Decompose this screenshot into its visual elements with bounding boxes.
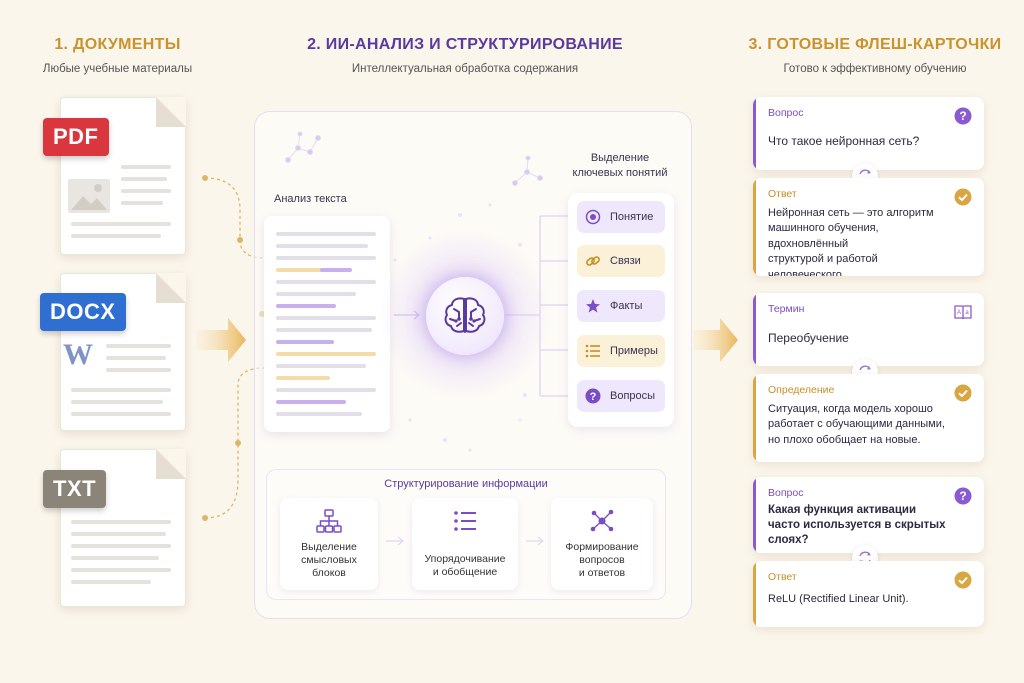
svg-text:a: a	[965, 310, 969, 316]
section1-title: 1. ДОКУМЕНТЫ	[54, 36, 181, 53]
list-icon	[584, 342, 602, 360]
card-label: Вопрос	[768, 487, 804, 499]
concept-label: Примеры	[610, 345, 658, 357]
card-label: Ответ	[768, 571, 797, 583]
card-text: Какая функция активации часто использует…	[768, 504, 946, 546]
pdf-badge: PDF	[43, 118, 109, 156]
concept-examples: Примеры	[577, 335, 665, 367]
step-qa: Формирование вопросов и ответов	[551, 498, 653, 590]
flashcard-question[interactable]: Вопрос ? Что такое нейронная сеть?	[753, 97, 984, 170]
card-text: Нейронная сеть — это алгоритм машинного …	[768, 207, 934, 276]
image-placeholder-icon	[68, 179, 110, 213]
card-label: Термин	[768, 303, 805, 315]
step-blocks: Выделение смысловых блоков	[280, 498, 378, 590]
star-icon	[584, 297, 602, 315]
concept-facts: Факты	[577, 290, 665, 322]
link-icon	[584, 252, 602, 270]
txt-badge: TXT	[43, 470, 107, 508]
concepts-title: Выделение ключевых понятий	[572, 152, 668, 179]
svg-text:?: ?	[959, 109, 966, 123]
docx-badge: DOCX	[40, 293, 126, 331]
structuring-title: Структурирование информации	[384, 478, 548, 490]
step-ordering: Упорядочивание и обобщение	[412, 498, 518, 590]
concept-label: Вопросы	[610, 390, 656, 402]
concept-links: Связи	[577, 245, 665, 277]
concept-label: Понятие	[610, 211, 654, 223]
step-label: Упорядочивание и обобщение	[424, 553, 506, 579]
question-icon: ?	[954, 487, 972, 505]
network-icon	[590, 509, 614, 532]
card-text: Переобучение	[768, 331, 849, 345]
text-analysis-card	[264, 216, 390, 432]
svg-text:?: ?	[590, 391, 597, 403]
hierarchy-icon	[316, 509, 342, 533]
flashcard-question[interactable]: Вопрос ? Какая функция активации часто и…	[753, 477, 984, 553]
card-label: Вопрос	[768, 107, 804, 119]
section2-title: 2. ИИ-АНАЛИЗ И СТРУКТУРИРОВАНИЕ	[307, 36, 623, 53]
check-icon	[954, 571, 972, 589]
target-icon	[584, 208, 602, 226]
card-label: Ответ	[768, 188, 797, 200]
step-label: Выделение смысловых блоков	[301, 541, 357, 580]
section2-subtitle: Интеллектуальная обработка содержания	[351, 63, 579, 75]
question-icon: ?	[584, 387, 602, 405]
concept-term: Понятие	[577, 201, 665, 233]
flashcard-definition[interactable]: Определение Ситуация, когда модель хорош…	[753, 374, 984, 462]
concept-questions: ? Вопросы	[577, 380, 665, 412]
brain-icon	[444, 297, 486, 333]
step-label: Формирование вопросов и ответов	[565, 541, 639, 580]
ai-brain	[426, 277, 504, 355]
flashcard-answer[interactable]: Ответ Нейронная сеть — это алгоритм маши…	[753, 178, 984, 276]
card-text: Ситуация, когда модель хорошо работает с…	[768, 403, 945, 446]
check-icon	[954, 384, 972, 402]
check-icon	[954, 188, 972, 206]
text-analysis-label: Анализ текста	[274, 193, 347, 205]
card-text: Что такое нейронная сеть?	[768, 134, 920, 148]
card-text: ReLU (Rectified Linear Unit).	[768, 593, 909, 605]
svg-text:A: A	[957, 310, 961, 316]
list-icon	[454, 511, 476, 531]
flashcard-answer[interactable]: Ответ ReLU (Rectified Linear Unit).	[753, 561, 984, 627]
question-icon: ?	[954, 107, 972, 125]
section3-subtitle: Готово к эффективному обучению	[783, 63, 967, 75]
concept-label: Связи	[610, 255, 641, 267]
svg-text:?: ?	[959, 489, 966, 503]
concepts-panel: Понятие Связи Факты Примеры ? Вопросы	[568, 193, 674, 427]
card-label: Определение	[768, 384, 835, 396]
word-w-icon: W	[63, 338, 93, 371]
section1-subtitle: Любые учебные материалы	[42, 63, 193, 75]
section3-title: 3. ГОТОВЫЕ ФЛЕШ-КАРТОЧКИ	[748, 36, 1002, 53]
concept-label: Факты	[610, 300, 643, 312]
